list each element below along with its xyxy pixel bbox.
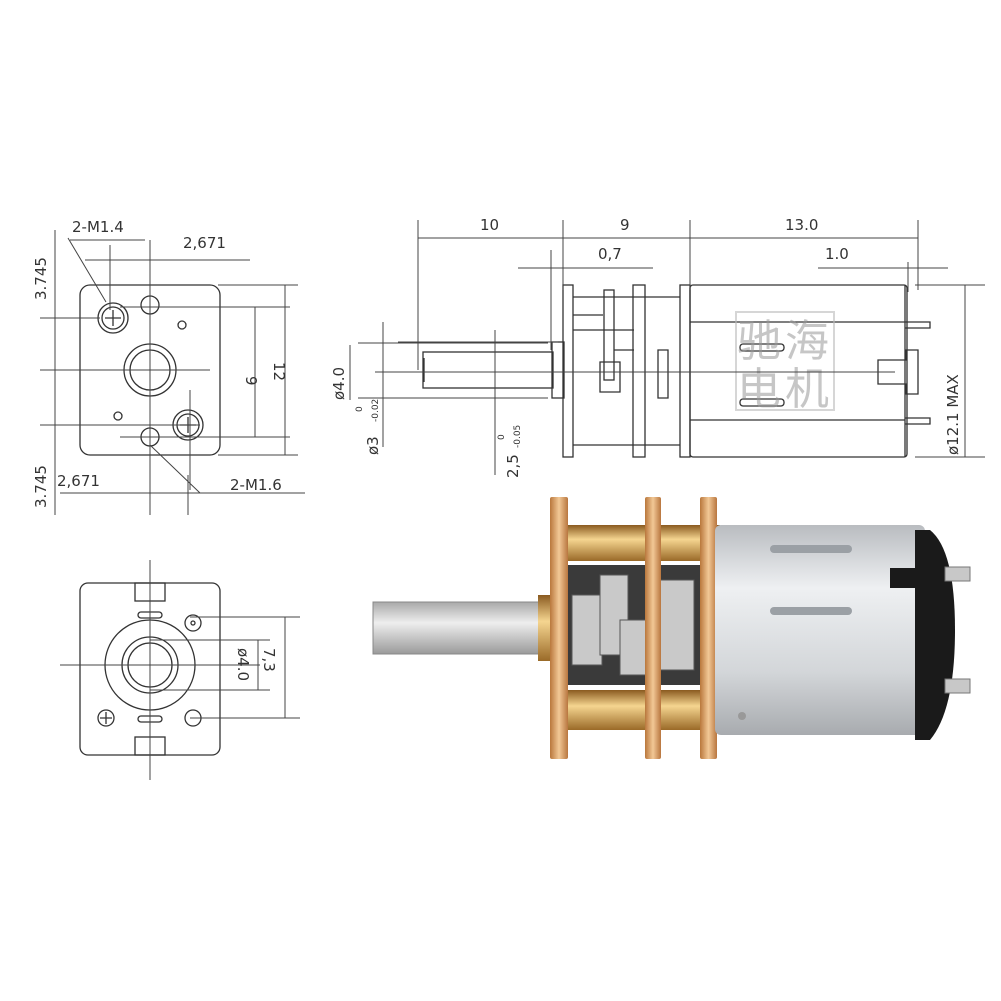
front-view: 2-M1.4 2,671 2,671 2-M1.6 3.745 3.745 9 … [32,218,305,515]
label-shaft-diameter: ø3 [364,436,382,455]
label-vertical-top: 3.745 [32,257,50,300]
shaft-outline [422,351,554,389]
label-shaft-length: 10 [480,216,499,234]
label-flat-width: 2,5 [504,454,522,478]
label-offset-bottom: 2,671 [57,472,100,490]
svg-text:0: 0 [497,434,507,440]
label-2-m1-4: 2-M1.4 [72,218,124,236]
svg-text:-0.05: -0.05 [513,425,523,448]
label-flange-thickness: 0,7 [598,245,622,263]
label-gearbox-length: 9 [620,216,630,234]
label-motor-length: 13.0 [785,216,818,234]
label-hole-spacing: 9 [242,376,260,386]
label-motor-diameter: ø12.1 MAX [944,374,962,455]
watermark: 驰 海 电 机 [735,311,835,415]
label-vertical-bottom: 3.745 [32,465,50,508]
label-boss-diameter: ø4.0 [330,367,348,400]
label-height: 12 [270,362,288,381]
svg-text:-0.02: -0.02 [371,399,381,422]
label-bore-diameter: ø4.0 [234,648,252,681]
motor-can-outline [689,284,908,458]
brass-plate [550,497,568,759]
terminal [944,566,971,582]
gear-plate [562,284,574,458]
label-offset-top: 2,671 [183,234,226,252]
label-terminal-length: 1.0 [825,245,849,263]
svg-text:0: 0 [355,406,365,412]
rear-view: ø4.0 7,3 [60,560,300,780]
end-cap [915,530,955,740]
svg-text:驰: 驰 [737,316,781,367]
label-2-m1-6: 2-M1.6 [230,476,282,494]
side-view: 驰 海 电 机 10 9 13.0 0,7 1.0 ø4.0 ø3 0 -0.0… [330,216,985,478]
output-shaft [372,601,544,655]
svg-text:海: 海 [785,316,829,367]
label-bore-spacing: 7,3 [260,648,278,672]
motor-can [715,525,925,735]
motor-photo [372,497,971,759]
